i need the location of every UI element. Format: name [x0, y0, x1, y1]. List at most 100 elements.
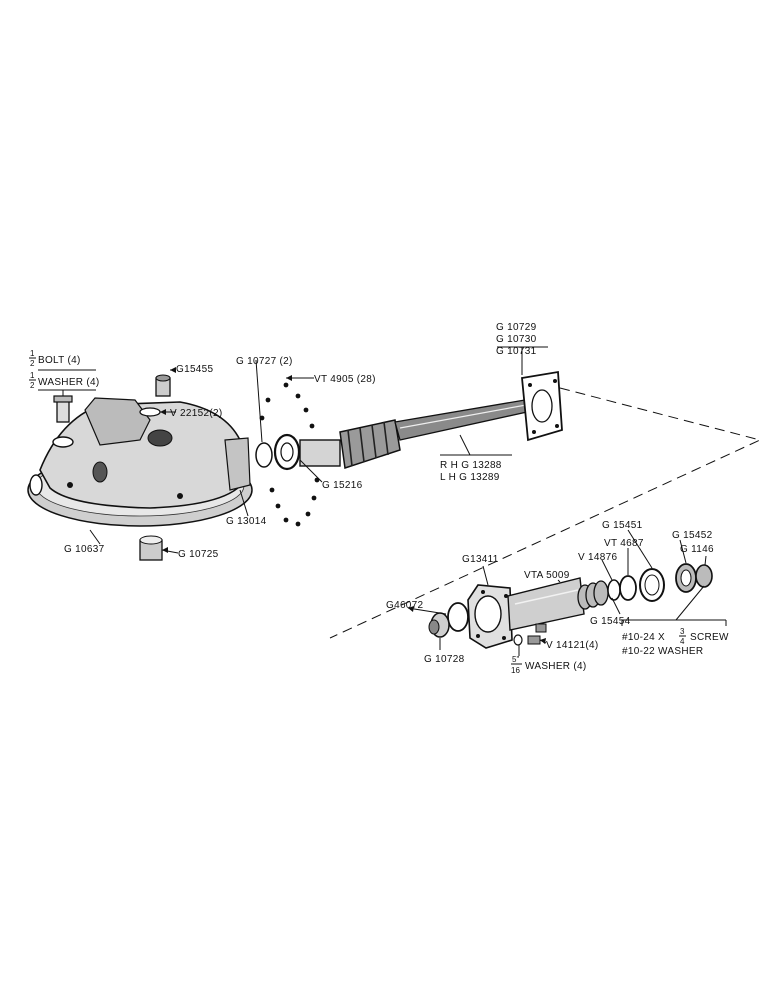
arrowhead [408, 606, 414, 612]
label-bolt: BOLT (4) [38, 355, 81, 366]
ball-bearing [275, 503, 281, 509]
shaft-rod [394, 399, 528, 441]
label-g46072: G46072 [386, 600, 424, 611]
label-washer-frac-a: 1 [30, 371, 35, 380]
washer-v14876 [607, 579, 621, 601]
bolts-v14121 [513, 634, 541, 646]
label-g15451: G 15451 [602, 520, 643, 531]
cap-bore [680, 569, 692, 587]
part-labels: 1 2 BOLT (4) 1 2 WASHER (4) G15455 V 221… [29, 322, 729, 675]
label-washer-frac-b: 2 [30, 381, 35, 390]
label-g10728: G 10728 [424, 654, 465, 665]
flange-bolt-hole [532, 430, 536, 434]
label-vt4905: VT 4905 (28) [314, 374, 376, 385]
label-g15454: G 15454 [590, 616, 631, 627]
label-g13411: G13411 [462, 554, 499, 565]
leader-line [557, 579, 561, 583]
ball-bearing [283, 517, 289, 523]
leader-line [407, 607, 447, 615]
housing-hole [92, 461, 108, 483]
leader-line [89, 529, 101, 545]
leader-arrowheads [160, 367, 546, 644]
worm-shaft-g13288 [299, 399, 528, 469]
label-screw-frac-a: 3 [680, 627, 685, 636]
spring-vta5009 [577, 580, 609, 610]
bearing-vt4687 [619, 575, 637, 601]
bushing-g10725 [139, 535, 163, 561]
label-g15455: G15455 [176, 364, 214, 375]
label-g1146: G 1146 [680, 544, 714, 555]
bolt-icon [527, 635, 541, 645]
ball-bearing [295, 521, 301, 527]
label-screw: #10-24 X [622, 632, 665, 643]
label-screw-text: SCREW [690, 632, 729, 643]
nut-g1146 [695, 564, 713, 588]
leader-line [239, 489, 249, 517]
label-g10725: G 10725 [178, 549, 219, 560]
seal-inner [280, 442, 294, 462]
bushing-top [139, 535, 163, 545]
leader-line [675, 585, 705, 621]
flange-bolt-hole [528, 383, 532, 387]
label-v14121: V 14121(4) [546, 640, 598, 651]
arrowhead [170, 367, 176, 373]
label-v22152: V 22152(2) [170, 408, 222, 419]
label-screw-frac-b: 4 [680, 637, 685, 646]
housing-top-boss [84, 397, 151, 446]
housing-tube [507, 577, 585, 631]
arrowhead [160, 409, 166, 415]
label-washer-10-22: #10-22 WASHER [622, 646, 703, 657]
ball-bearing [309, 423, 315, 429]
ball-bearing [295, 393, 301, 399]
ball-bearing [305, 511, 311, 517]
label-washer516-frac-a: 5" [512, 655, 519, 664]
ball-bearing [265, 397, 271, 403]
label-g15452: G 15452 [672, 530, 713, 541]
housing-bolt-dot [177, 493, 183, 499]
label-rh-g13288: R H G 13288 [440, 460, 502, 471]
leader-line [679, 539, 687, 564]
ball-bearing [311, 495, 317, 501]
label-washer: WASHER (4) [38, 377, 100, 388]
shaft-highlight [399, 404, 527, 429]
seal-g15451-inner [644, 574, 660, 596]
seal-g46072 [447, 602, 469, 632]
housing-g13014 [27, 397, 253, 527]
housing-flange [224, 437, 251, 491]
label-bolt-fraction-a: 1 [30, 349, 35, 358]
arrowhead [286, 375, 292, 381]
housing-g13411 [467, 577, 585, 649]
leader-line [627, 529, 653, 569]
leader-line [611, 597, 621, 615]
label-bolt-fraction-b: 2 [30, 359, 35, 368]
bolt-and-washer [52, 395, 74, 448]
plug-g10728 [428, 612, 450, 638]
label-g13014: G 13014 [226, 516, 267, 527]
tube-boss [535, 623, 547, 633]
flange-bolt-hole [504, 594, 508, 598]
label-washer516-frac-b: 16 [511, 666, 520, 675]
ball-bearing [269, 487, 275, 493]
o-ring-g10727 [255, 442, 273, 468]
housing-bolt-dot [67, 482, 73, 488]
label-g10731: G 10731 [496, 346, 537, 357]
housing-port [147, 429, 173, 447]
flange-bolt-hole [555, 424, 559, 428]
fitting-g15455 [155, 374, 171, 397]
flange-hole [531, 389, 553, 423]
label-lh-g13289: L H G 13289 [440, 472, 500, 483]
spring-coil [593, 580, 609, 606]
arrowhead [540, 638, 546, 644]
washer-icon [513, 634, 523, 646]
flange-bolt-hole [481, 590, 485, 594]
label-g15216: G 15216 [322, 480, 363, 491]
label-v14876: V 14876 [578, 552, 617, 563]
flange-plate-g10729 [521, 370, 563, 442]
label-g10729: G 10729 [496, 322, 537, 333]
fitting-top [155, 374, 171, 382]
leader-line [255, 359, 263, 443]
alignment-dash-line [329, 387, 762, 639]
leader-line [704, 555, 707, 566]
